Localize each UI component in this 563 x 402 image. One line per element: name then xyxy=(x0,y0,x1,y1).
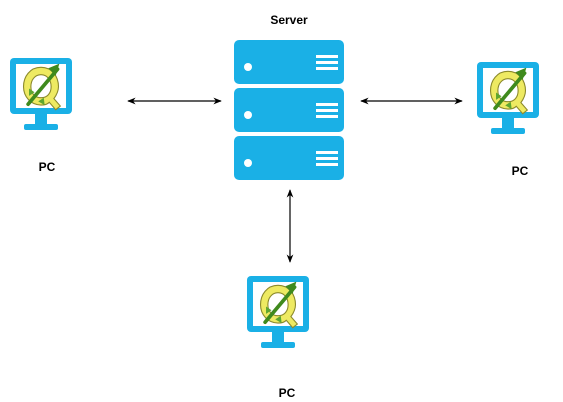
server-unit-3 xyxy=(234,136,344,180)
server-unit-1 xyxy=(234,40,344,84)
pc-left-label: PC xyxy=(39,160,56,174)
server-rack-icon xyxy=(234,40,344,180)
pc-bottom-node xyxy=(247,276,309,348)
pc-right-node xyxy=(477,62,539,134)
monitor-icon xyxy=(477,62,539,134)
server-unit-2 xyxy=(234,88,344,132)
pc-right-label: PC xyxy=(512,164,529,178)
monitor-icon xyxy=(247,276,309,348)
server-label: Server xyxy=(270,13,308,27)
pc-left-node xyxy=(10,58,72,130)
monitor-icon xyxy=(10,58,72,130)
pc-bottom-label: PC xyxy=(279,386,296,400)
